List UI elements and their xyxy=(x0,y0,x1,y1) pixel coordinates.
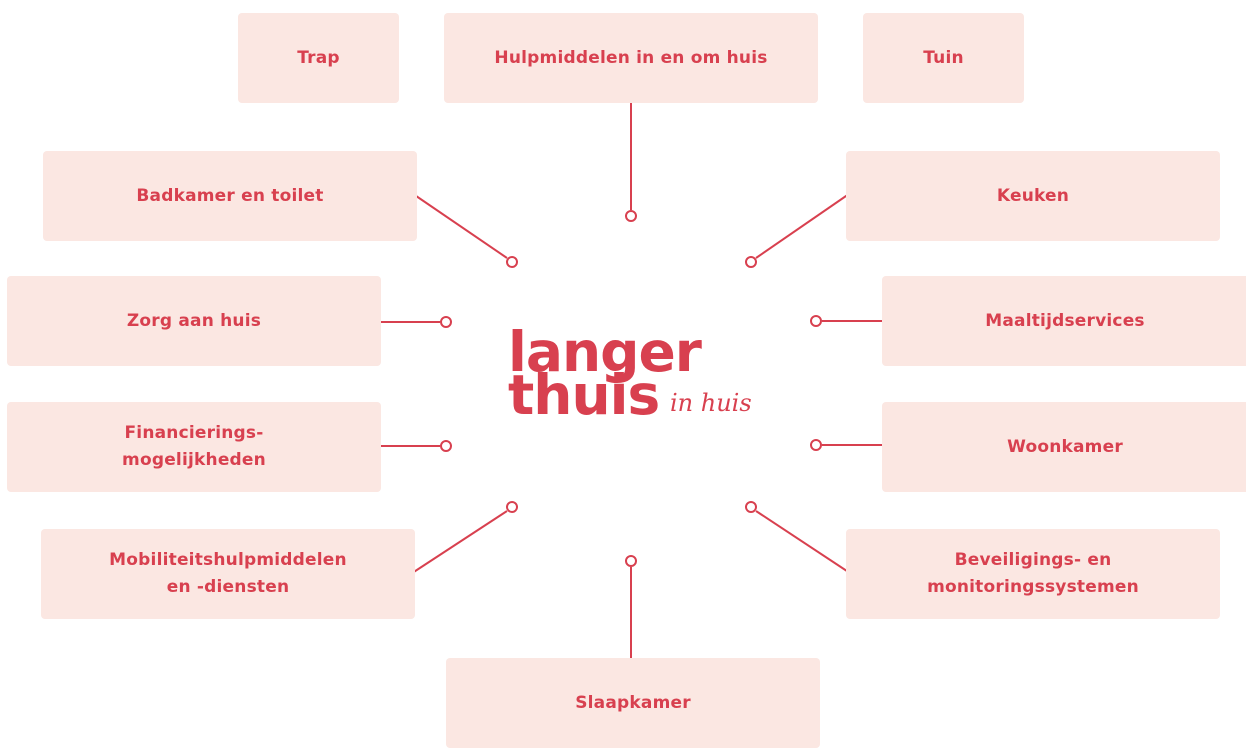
logo-sub-in-huis: in huis xyxy=(670,389,752,417)
connector-node-badkamer xyxy=(506,256,518,268)
card-zorg-label: Zorg aan huis xyxy=(126,310,262,331)
card-mobiliteit-label: Mobiliteitshulpmiddelen en -diensten xyxy=(109,550,347,597)
card-hulpmiddelen-label: Hulpmiddelen in en om huis xyxy=(494,47,768,68)
connector-node-woonkamer xyxy=(810,439,822,451)
card-woonkamer[interactable]: Woonkamer xyxy=(882,402,1246,492)
connector-node-keuken xyxy=(745,256,757,268)
card-maaltijd-label: Maaltijdservices xyxy=(985,310,1145,331)
card-maaltijd[interactable]: Maaltijdservices xyxy=(882,276,1246,366)
card-slaapkamer-label: Slaapkamer xyxy=(575,692,691,713)
card-trap[interactable]: Trap xyxy=(238,13,399,103)
connector-node-zorg xyxy=(440,316,452,328)
connector-node-financiering xyxy=(440,440,452,452)
connector-node-maaltijd xyxy=(810,315,822,327)
connector-node-hulpmiddelen xyxy=(625,210,637,222)
logo-line-langer: langer xyxy=(508,320,702,384)
card-tuin[interactable]: Tuin xyxy=(863,13,1024,103)
card-zorg[interactable]: Zorg aan huis xyxy=(7,276,381,366)
card-slaapkamer[interactable]: Slaapkamer xyxy=(446,658,820,748)
card-woonkamer-label: Woonkamer xyxy=(1007,436,1123,457)
card-trap-label: Trap xyxy=(297,47,340,68)
card-mobiliteit[interactable]: Mobiliteitshulpmiddelen en -diensten xyxy=(41,529,415,619)
card-keuken-label: Keuken xyxy=(996,185,1070,206)
card-beveiliging[interactable]: Beveiligings- en monitoringssystemen xyxy=(846,529,1220,619)
card-beveiliging-label: Beveiligings- en monitoringssystemen xyxy=(927,550,1139,597)
connector-node-mobiliteit xyxy=(506,501,518,513)
connector-node-slaapkamer xyxy=(625,555,637,567)
logo-line-thuis: thuis xyxy=(508,363,660,427)
card-financiering-label: Financierings- mogelijkheden xyxy=(122,423,266,470)
connector-beveiliging xyxy=(755,510,863,582)
card-badkamer[interactable]: Badkamer en toilet xyxy=(43,151,417,241)
connector-node-beveiliging xyxy=(745,501,757,513)
connector-mobiliteit xyxy=(399,510,508,582)
card-hulpmiddelen[interactable]: Hulpmiddelen in en om huis xyxy=(444,13,818,103)
connector-badkamer xyxy=(399,184,508,259)
card-tuin-label: Tuin xyxy=(923,47,964,68)
connector-keuken xyxy=(755,184,863,259)
card-badkamer-label: Badkamer en toilet xyxy=(136,185,324,206)
card-financiering[interactable]: Financierings- mogelijkheden xyxy=(7,402,381,492)
langer-thuis-logo: langer thuis in huis xyxy=(508,325,788,445)
card-keuken[interactable]: Keuken xyxy=(846,151,1220,241)
